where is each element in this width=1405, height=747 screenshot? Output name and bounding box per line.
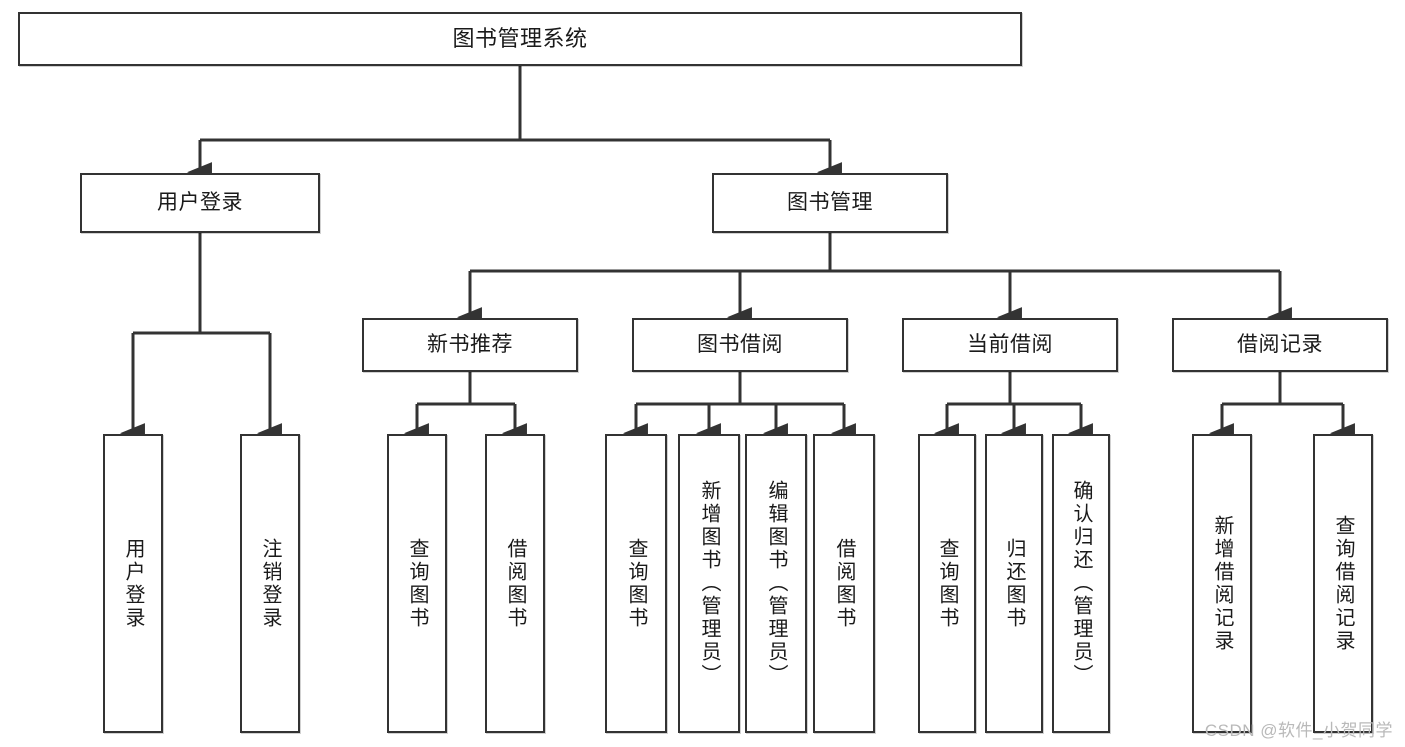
node-label-leaf-confirm: 确认归还（管理员） [1070,480,1092,687]
node-label-current-borrow: 当前借阅 [967,332,1053,356]
node-label-book-borrow: 图书借阅 [697,332,783,356]
node-new-book-rec[interactable]: 新书推荐 [362,318,578,372]
node-label-leaf-return: 归还图书 [1003,537,1025,630]
node-leaf-borrow-2[interactable]: 借阅图书 [813,434,875,733]
node-leaf-add-book[interactable]: 新增图书（管理员） [678,434,740,733]
node-label-leaf-query-1: 查询图书 [406,537,428,630]
node-user-login[interactable]: 用户登录 [80,173,320,233]
node-leaf-confirm[interactable]: 确认归还（管理员） [1052,434,1110,733]
node-leaf-query-2[interactable]: 查询图书 [605,434,667,733]
watermark-label: CSDN @软件_小贺同学 [1204,721,1393,740]
node-label-leaf-borrow-1: 借阅图书 [504,537,526,630]
node-label-leaf-query-2: 查询图书 [625,537,647,630]
node-leaf-user-login[interactable]: 用户登录 [103,434,163,733]
node-label-leaf-logout: 注销登录 [259,537,281,630]
node-leaf-query-3[interactable]: 查询图书 [918,434,976,733]
node-label-leaf-user-login: 用户登录 [122,537,144,630]
node-label-root: 图书管理系统 [452,26,588,52]
node-book-borrow[interactable]: 图书借阅 [632,318,848,372]
node-label-leaf-edit-book: 编辑图书（管理员） [765,480,787,687]
node-label-leaf-add-book: 新增图书（管理员） [698,480,720,687]
node-leaf-borrow-1[interactable]: 借阅图书 [485,434,545,733]
node-label-leaf-borrow-2: 借阅图书 [833,537,855,630]
node-current-borrow[interactable]: 当前借阅 [902,318,1118,372]
node-leaf-add-record[interactable]: 新增借阅记录 [1192,434,1252,733]
node-label-borrow-record: 借阅记录 [1237,332,1323,356]
node-book-manage[interactable]: 图书管理 [712,173,948,233]
node-leaf-return[interactable]: 归还图书 [985,434,1043,733]
node-leaf-query-rec[interactable]: 查询借阅记录 [1313,434,1373,733]
node-label-leaf-query-3: 查询图书 [936,537,958,630]
node-root[interactable]: 图书管理系统 [18,12,1022,66]
edge-paths [120,66,1355,444]
node-leaf-edit-book[interactable]: 编辑图书（管理员） [745,434,807,733]
node-label-leaf-add-record: 新增借阅记录 [1211,514,1233,653]
node-label-user-login: 用户登录 [157,190,243,214]
node-label-leaf-query-rec: 查询借阅记录 [1332,514,1354,653]
node-leaf-query-1[interactable]: 查询图书 [387,434,447,733]
node-label-book-manage: 图书管理 [787,190,873,214]
node-label-new-book-rec: 新书推荐 [427,332,513,356]
node-leaf-logout[interactable]: 注销登录 [240,434,300,733]
node-borrow-record[interactable]: 借阅记录 [1172,318,1388,372]
